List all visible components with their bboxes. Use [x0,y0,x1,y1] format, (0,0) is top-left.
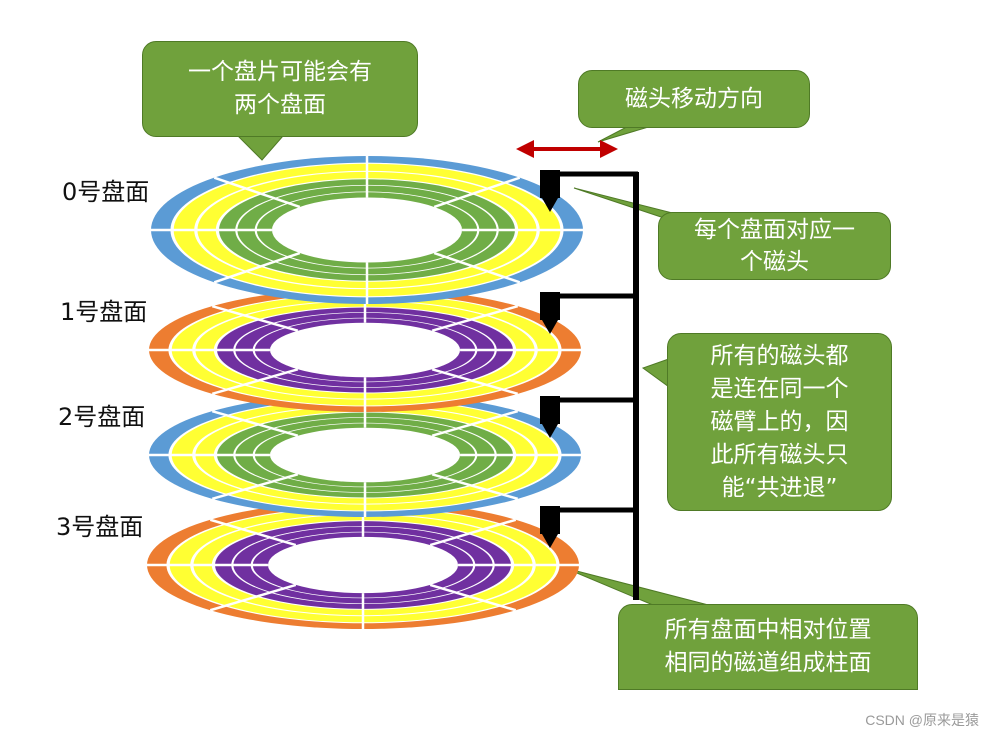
callout-head-direction: 磁头移动方向 [578,70,810,128]
platter-3-sector-line-7 [429,518,517,547]
platter-1-spindle-hole [293,329,437,371]
platter-3-spindle-hole [291,543,435,587]
tail-cylinder [564,567,721,609]
platter-2-sector-line-5 [211,409,299,437]
platter-0-sector-line-1 [433,251,521,284]
platter-0-sector-lines [151,156,583,304]
platter-2-sector-line-3 [211,473,299,501]
callout-two-surfaces: 一个盘片可能会有 两个盘面 [142,41,418,137]
platter-3-sector-line-3 [209,583,297,612]
platter-0-spindle-hole [295,205,439,255]
platter-0-sector-line-5 [213,176,301,209]
read-head-tip-0 [542,198,558,212]
platter-label-2: 2号盘面 [58,403,146,431]
callout-same-arm: 所有的磁头都 是连在同一个 磁臂上的，因 此所有磁头只 能“共进退” [667,333,892,511]
read-head-tip-2 [542,424,558,438]
disk-arm [540,170,639,600]
read-head-3 [540,506,560,534]
platter-2-sector-line-7 [431,409,519,437]
platter-3 [147,501,579,629]
platter-1-sector-line-5 [211,304,299,332]
arrow-head-left [516,140,534,158]
read-head-1 [540,292,560,320]
platter-1-sector-line-3 [211,368,299,396]
platter-3-sector-lines [147,501,579,629]
platter-label-0: 0号盘面 [62,178,150,206]
platter-1-sector-line-1 [431,368,519,396]
watermark: CSDN @原来是猿 [865,712,979,728]
read-head-tip-3 [542,534,558,548]
platter-2-sector-line-1 [431,473,519,501]
platters [147,156,583,629]
platter-1 [149,288,581,412]
platter-1-sector-line-7 [431,304,519,332]
platter-label-3: 3号盘面 [56,513,144,541]
callout-one-head: 每个盘面对应一 个磁头 [658,212,891,280]
platter-3-sector-line-1 [429,583,517,612]
platter-3-sector-line-5 [209,518,297,547]
head-direction-arrow [516,140,618,158]
read-head-tip-1 [542,320,558,334]
platter-0-sector-line-7 [433,176,521,209]
platter-0 [151,156,583,304]
arrow-head-right [600,140,618,158]
platter-1-sector-lines [149,288,581,412]
callout-cylinder: 所有盘面中相对位置 相同的磁道组成柱面 [618,604,918,690]
platter-2 [149,393,581,517]
platter-label-1: 1号盘面 [60,298,148,326]
read-head-0 [540,170,560,198]
read-head-2 [540,396,560,424]
platter-2-spindle-hole [293,434,437,476]
platter-0-sector-line-3 [213,251,301,284]
platter-2-sector-lines [149,393,581,517]
